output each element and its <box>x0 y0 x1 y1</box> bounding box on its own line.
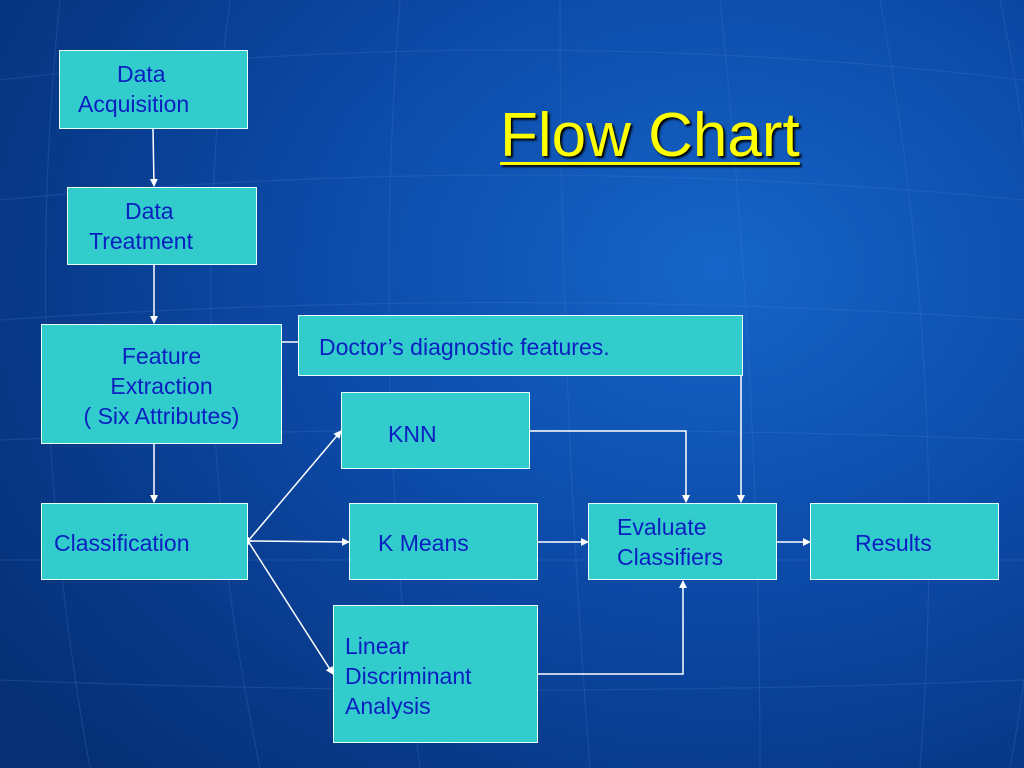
node-label-line: Analysis <box>345 693 431 719</box>
node-label-line: KNN <box>388 421 437 447</box>
node-feature-extraction[interactable]: Feature Extraction ( Six Attributes) <box>41 324 282 444</box>
node-label-line: Feature <box>121 343 202 369</box>
node-doctor-diagnostic-features[interactable]: Doctor’s diagnostic features. <box>298 315 743 376</box>
arrow-classification-to-knn <box>247 430 342 542</box>
node-linear-discriminant-analysis[interactable]: Linear Discriminant Analysis <box>333 605 538 743</box>
arrow-classification-to-kmeans <box>247 537 350 546</box>
arrow-classification-to-lda <box>247 540 334 675</box>
slide-title: Flow Chart <box>500 101 800 170</box>
node-label-line: Discriminant <box>345 663 472 689</box>
node-label-line: Classification <box>54 530 190 556</box>
node-results[interactable]: Results <box>810 503 999 580</box>
node-label-line: Extraction <box>110 373 213 399</box>
node-label-line: Data <box>125 198 174 224</box>
arrow-acquisition-to-treatment <box>149 128 158 187</box>
node-label-line: Results <box>855 530 932 556</box>
node-label-line: Treatment <box>89 228 193 254</box>
node-label-line: Doctor’s diagnostic features. <box>319 334 610 360</box>
node-label-line: K Means <box>378 530 469 556</box>
node-label-line: ( Six Attributes) <box>83 403 240 429</box>
node-knn[interactable]: KNN <box>341 392 530 469</box>
arrow-knn-to-evaluate <box>530 430 690 503</box>
node-k-means[interactable]: K Means <box>349 503 538 580</box>
node-data-acquisition[interactable]: Data Acquisition <box>59 50 248 129</box>
node-label-line: Linear <box>345 633 409 659</box>
node-label-line: Evaluate <box>617 514 707 540</box>
arrow-lda-to-evaluate <box>538 580 687 675</box>
node-label-line: Classifiers <box>617 544 724 570</box>
node-classification[interactable]: Classification <box>41 503 248 580</box>
node-label-line: Data <box>117 61 166 87</box>
node-data-treatment[interactable]: Data Treatment <box>67 187 257 265</box>
node-label-line: Acquisition <box>78 91 190 117</box>
node-evaluate-classifiers[interactable]: Evaluate Classifiers <box>588 503 777 580</box>
